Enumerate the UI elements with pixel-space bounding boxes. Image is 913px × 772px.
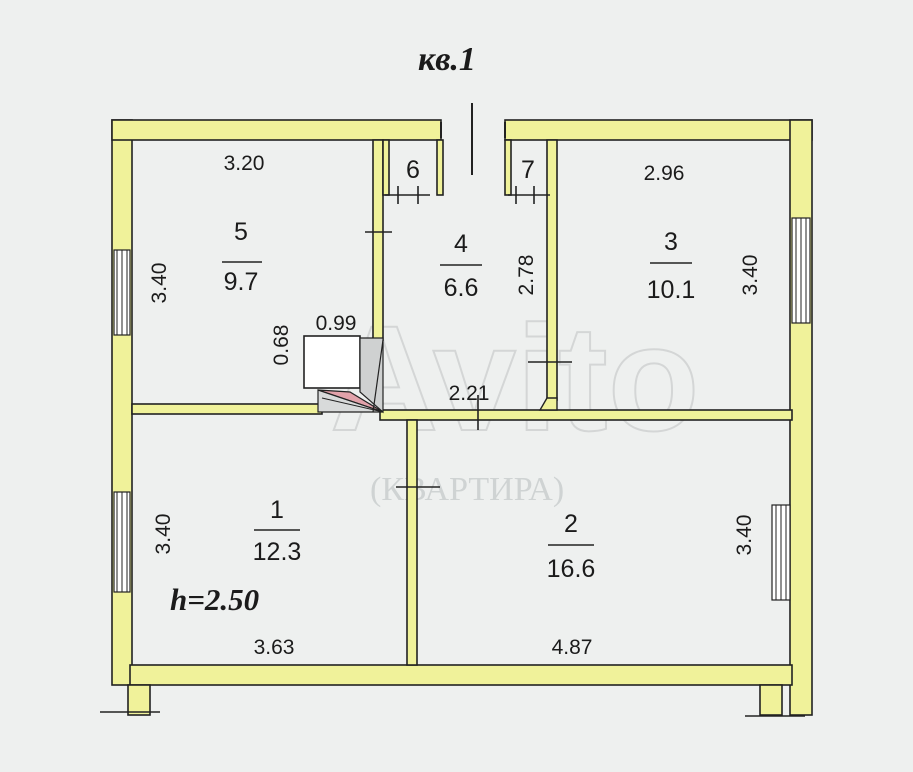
door-marks <box>365 186 572 488</box>
closet-6-wall-right <box>436 139 444 196</box>
corridor-corner <box>538 397 558 411</box>
room-number: 2 <box>564 510 578 538</box>
closet-7-wall-left <box>504 139 512 196</box>
room-area: 9.7 <box>224 268 259 296</box>
room-area: 10.1 <box>647 276 696 304</box>
room-5: 5 9.7 <box>222 218 262 296</box>
dim-room1-width: 3.63 <box>254 636 295 659</box>
room-area: 16.6 <box>547 555 596 583</box>
dim-room5-height: 3.40 <box>148 263 171 304</box>
axis-markers <box>100 711 805 717</box>
wall-mid-left <box>131 403 323 415</box>
closet-6-wall-left <box>382 139 390 196</box>
ceiling-height: h=2.50 <box>170 582 259 617</box>
dim-room5-width: 3.20 <box>224 152 265 175</box>
dim-room1-height: 3.40 <box>152 514 175 555</box>
dim-stair-height: 0.68 <box>270 325 293 366</box>
wall-partition-5-4 <box>372 139 384 341</box>
dim-room3-width: 2.96 <box>644 162 685 185</box>
entrance-door <box>440 103 506 175</box>
wall-partition-1-2 <box>406 419 418 666</box>
wall-partition-4-3 <box>546 139 558 401</box>
wall-right-outer <box>789 119 813 716</box>
wall-bottom <box>129 664 793 686</box>
wall-right-extension <box>759 684 783 716</box>
room-7-number: 7 <box>521 156 535 184</box>
stair-landing <box>303 335 361 389</box>
staircase <box>303 335 384 414</box>
watermark: Avito <box>330 294 699 462</box>
stamp-text-decoration: (КВАРТИРА) <box>370 471 564 508</box>
dim-room2-height: 3.40 <box>733 515 756 556</box>
room-number: 5 <box>234 218 248 246</box>
dim-stair-width: 0.99 <box>316 312 357 335</box>
dim-room2-width: 4.87 <box>552 636 593 659</box>
room-1: 1 12.3 <box>253 496 302 566</box>
window-hatching <box>116 218 807 600</box>
room-2: 2 16.6 <box>547 510 596 583</box>
wall-left-extension <box>127 684 151 716</box>
dim-corridor-width: 2.21 <box>449 382 490 405</box>
room-6-number: 6 <box>406 156 420 184</box>
room-4: 4 6.6 <box>440 230 482 302</box>
wall-mid-right <box>379 409 793 421</box>
wall-left-outer <box>111 119 133 686</box>
dim-room4-height: 2.78 <box>515 255 538 296</box>
wall-top-right <box>504 119 813 141</box>
walls <box>111 119 813 716</box>
room-number: 4 <box>454 230 468 258</box>
room-number: 1 <box>270 496 284 524</box>
dim-room3-height: 3.40 <box>739 255 762 296</box>
room-number: 3 <box>664 228 678 256</box>
room-3: 3 10.1 <box>647 228 696 304</box>
room-area: 6.6 <box>444 274 479 302</box>
room-area: 12.3 <box>253 538 302 566</box>
stair-base <box>317 389 384 413</box>
plan-title: кв.1 <box>418 41 476 78</box>
wall-top-left <box>111 119 442 141</box>
